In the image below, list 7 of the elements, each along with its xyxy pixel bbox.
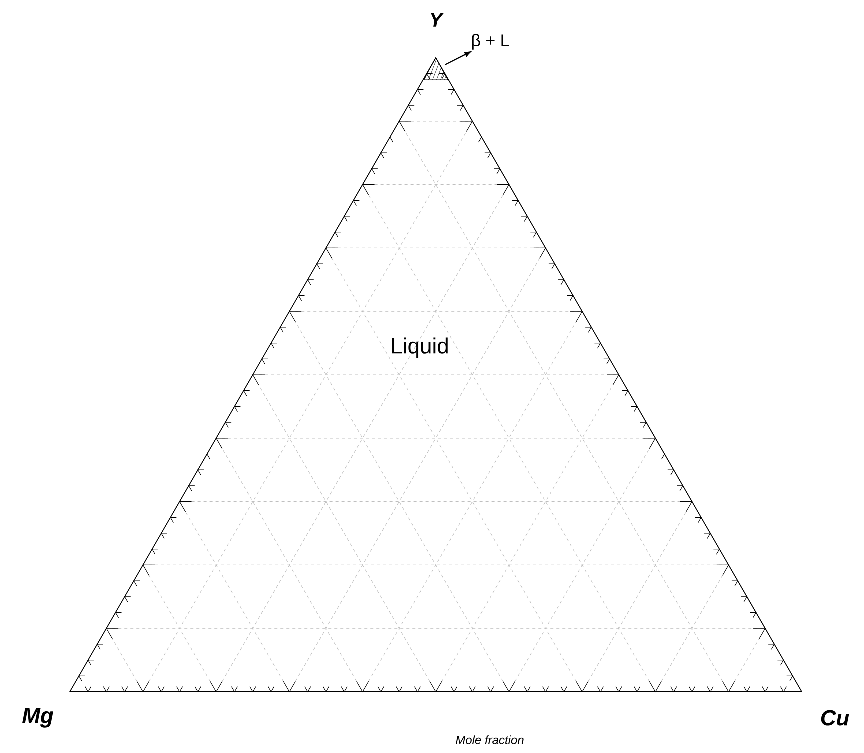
arrow (444, 52, 471, 66)
corner-label: Y (431, 13, 444, 27)
phase-label: β + L (472, 34, 510, 50)
corner-label: Mg (22, 708, 54, 728)
axis-title: Mole fraction (456, 736, 524, 744)
corner-label: Cu (821, 710, 850, 726)
phase-label: Liquid (392, 338, 448, 358)
